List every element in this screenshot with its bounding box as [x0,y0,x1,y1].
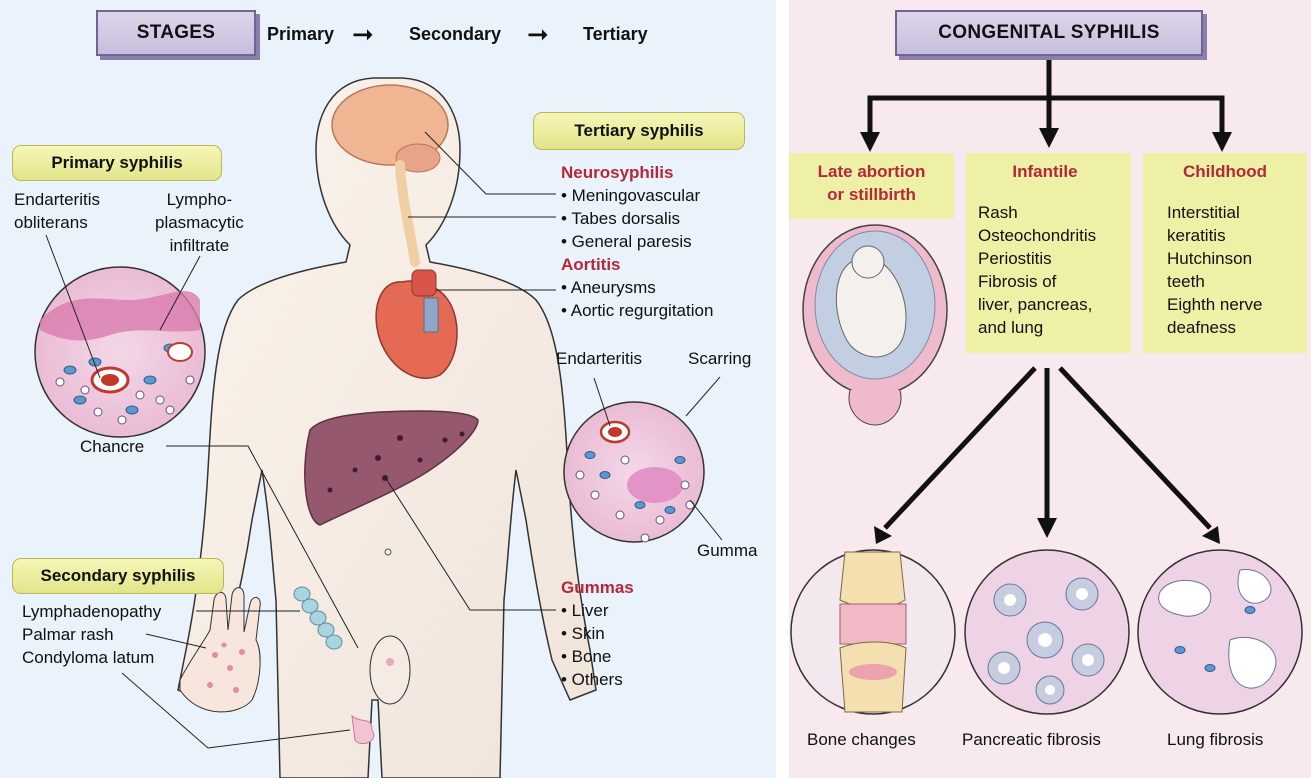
gummas-list: Gummas • Liver • Skin • Bone • Others [561,578,634,689]
stages-title: STAGES [136,22,216,43]
lung-circle [1137,549,1303,715]
late-abortion-heading: Late abortion or stillbirth [817,162,926,204]
secondary-items: Lymphadenopathy Palmar rash Condyloma la… [22,600,161,669]
gumma-tissue-circle [563,401,705,543]
aortitis-heading: Aortitis [561,255,621,274]
liver [304,410,479,526]
gumma-label: Gumma [697,541,758,560]
pancreatic-fibrosis-caption: Pancreatic fibrosis [962,730,1101,749]
endarteritis-label: Endarteritis [556,349,642,368]
arrow-right-icon: ➞ [527,19,549,49]
scarring-label: Scarring [688,349,752,368]
neurosyphilis-list: Neurosyphilis • Meningovascular • Tabes … [561,163,714,320]
stages-box: STAGES [96,10,256,56]
lymphadenopathy-label: Lymphadenopathy [22,602,162,621]
childhood-heading: Childhood [1182,162,1268,181]
primary-syphilis-label: Primary syphilis [12,145,222,181]
stage-tertiary: Tertiary [583,24,648,44]
infantile-column [966,153,1131,353]
endarteritis-obliterans-label: Endarteritis obliterans [14,190,100,232]
infiltrate-label: Lympho- plasmacytic infiltrate [155,190,244,255]
infantile-heading: Infantile [1012,162,1078,181]
palmar-rash-label: Palmar rash [22,625,114,644]
childhood-column [1143,153,1307,353]
bone-changes-caption: Bone changes [807,730,916,749]
stage-secondary: Secondary [409,24,502,44]
palm-hand [179,587,261,713]
secondary-syphilis-label: Secondary syphilis [12,558,224,594]
childhood-items: Interstitial keratitis Hutchinson teeth … [1167,203,1263,337]
spinal-cord [395,160,420,267]
late-abortion-column [789,153,954,219]
condyloma-label: Condyloma latum [22,648,155,667]
tertiary-syphilis-label: Tertiary syphilis [533,112,745,150]
stage-primary: Primary [267,24,335,44]
congenital-syphilis-box: CONGENITAL SYPHILIS [895,10,1203,56]
infantile-items: Rash Osteochondritis Periostitis Fibrosi… [978,203,1097,337]
arrow-right-icon: ➞ [352,19,374,49]
lung-fibrosis-caption: Lung fibrosis [1167,730,1264,749]
neurosyphilis-heading: Neurosyphilis [561,163,674,182]
gummas-heading: Gummas [561,578,634,597]
chancre-label: Chancre [80,437,145,456]
